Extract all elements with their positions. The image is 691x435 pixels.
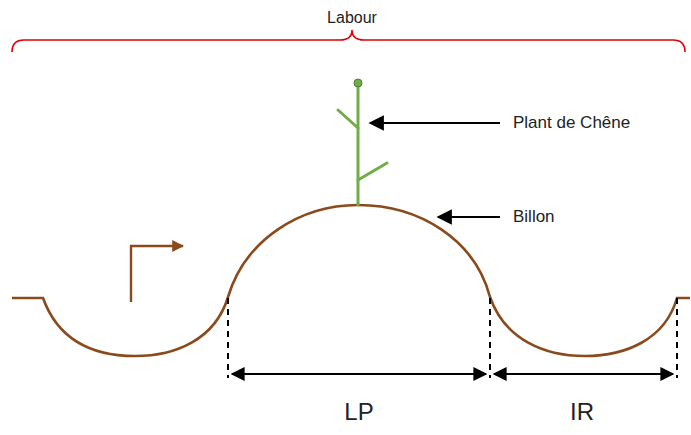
pointer-arrow [438,216,500,218]
oak-seedling [338,86,387,205]
pointer-arrow [370,122,500,124]
callout-label: Plant de Chêne [513,113,630,133]
direction-arrow [131,246,183,302]
callout-label: Billon [513,207,555,227]
dimension-label: LP [344,398,373,426]
dimension-arrow [494,373,673,375]
heading-label: Labour [327,9,377,27]
seedling-tip [354,79,362,87]
dimension-label: IR [570,398,594,426]
dimension-arrow [232,373,486,375]
labour-bracket [12,30,685,52]
soil-profile [12,205,690,356]
dimension-guides [228,298,677,378]
